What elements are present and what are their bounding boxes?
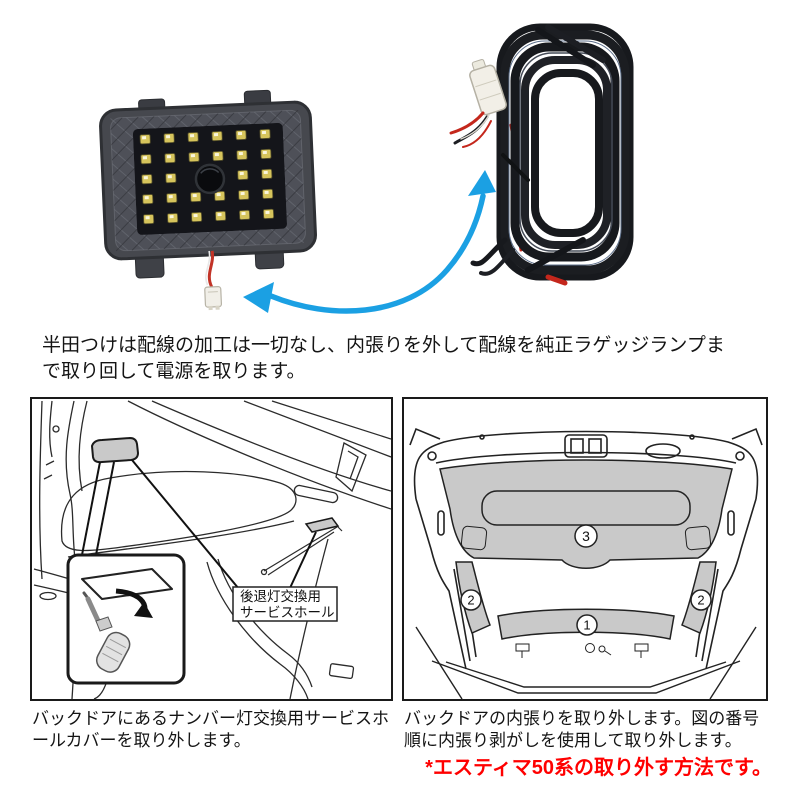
wire-connector <box>204 286 223 311</box>
step-marker-3: 3 <box>574 524 598 548</box>
harness-connector <box>469 58 507 116</box>
led-array <box>139 128 275 225</box>
svg-text:1: 1 <box>583 618 590 633</box>
cover-being-removed <box>81 568 173 600</box>
connector-leads <box>449 111 492 148</box>
wiring-harness-photo <box>449 23 634 286</box>
screwdriver-icon <box>82 591 131 673</box>
harness-cable-coil <box>470 23 634 286</box>
step-marker-2-left: 2 <box>460 589 482 611</box>
model-note: *エスティマ50系の取り外す方法です。 <box>425 757 772 779</box>
left-diagram-caption: バックドアにあるナンバー灯交換用サービスホールカバーを取り外します。 <box>32 709 389 750</box>
svg-text:2: 2 <box>467 593 474 608</box>
inset-detail-box <box>66 553 186 685</box>
connection-arrow-icon <box>243 170 496 314</box>
svg-text:2: 2 <box>697 593 704 608</box>
service-hole-cover <box>90 436 140 464</box>
upper-trim-panel <box>439 459 733 569</box>
step-marker-2-right: 2 <box>690 589 712 611</box>
step-marker-1: 1 <box>576 614 598 636</box>
diagram-panel-trim-removal: 3 2 2 1 <box>402 397 768 701</box>
led-board <box>132 122 287 235</box>
tailgate-outline <box>409 427 763 670</box>
led-lamp-photo <box>99 89 317 311</box>
red-tape-band <box>545 274 568 286</box>
car-interior-linework <box>33 400 391 699</box>
svg-text:3: 3 <box>582 528 590 544</box>
trim-removal-diagram: 3 2 2 1 <box>409 427 763 699</box>
service-hole-label-line2: サービスホール <box>240 605 335 620</box>
cable-tie <box>501 153 530 182</box>
diagram-panel-service-hole: 後退灯交換用 サービスホール <box>30 397 393 701</box>
latch-striker <box>564 434 608 458</box>
service-hole-diagram: 後退灯交換用 サービスホール <box>33 400 391 699</box>
latch-details <box>515 643 649 658</box>
body-sill <box>415 626 757 699</box>
service-hole-label-line1: 後退灯交換用 <box>240 588 321 604</box>
service-hole-right <box>304 517 340 533</box>
service-hole-label: 後退灯交換用 サービスホール <box>232 586 338 622</box>
intro-text: 半田つけは配線の加工は一切なし、内張りを外して配線を純正ラゲッジランプまで取り回… <box>42 335 725 382</box>
right-diagram-caption: バックドアの内張りを取り外します。図の番号順に内張り剥がしを使用して取り外します… <box>404 709 760 750</box>
leader-lines <box>81 459 317 590</box>
pry-arrow-icon <box>115 588 153 618</box>
power-wire <box>205 250 215 288</box>
